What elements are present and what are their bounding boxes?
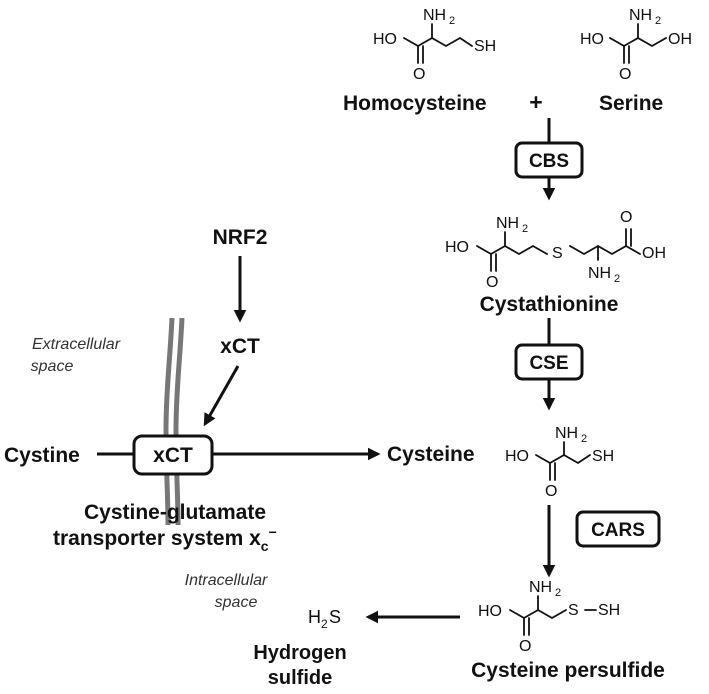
cystathionine-ho-label: HO (445, 239, 469, 256)
persulfide-o-label: O (519, 638, 531, 655)
persulfide-sh-label: SH (598, 602, 620, 619)
hydrogen-sulfide-formula: H 2 S (308, 607, 341, 631)
nrf2-label: NRF2 (213, 226, 268, 249)
xct-gene-label: xCT (220, 335, 260, 358)
serine-o-label: O (619, 66, 631, 83)
cysteine-persulfide-label: Cysteine persulfide (471, 659, 665, 682)
serine-nh-label: NH (629, 7, 652, 24)
transporter-name-line2: transporter system xc− (53, 524, 277, 554)
cysteine-ho-label: HO (505, 448, 529, 465)
homocysteine-ho-label: HO (373, 31, 397, 48)
persulfide-s-label: S (568, 602, 579, 619)
xct-transporter-box (132, 434, 214, 476)
homocysteine-nh-subscript: 2 (449, 15, 455, 27)
serine-oh-label: OH (668, 31, 692, 48)
extracellular-label-line2: space (31, 358, 74, 375)
cysteine-o-label: O (545, 483, 557, 500)
homocysteine-o-label: O (413, 66, 425, 83)
serine-label: Serine (599, 92, 663, 115)
cysteine-structure: HO O NH 2 SH (505, 425, 614, 500)
cars-enzyme-label: CARS (591, 520, 645, 541)
persulfide-ho-label: HO (478, 603, 502, 620)
cbs-enzyme-box (514, 141, 584, 179)
cysteine-nh-subscript: 2 (581, 433, 587, 445)
cystathionine-s-label: S (552, 245, 563, 262)
cystathionine-nh-bottom-subscript: 2 (614, 273, 620, 285)
homocysteine-structure: HO O NH 2 SH (373, 7, 496, 83)
cystathionine-structure: HO O NH 2 S O OH NH 2 (445, 209, 666, 291)
homocysteine-sh-label: SH (474, 38, 496, 55)
cystathionine-nh-top-subscript: 2 (522, 223, 528, 235)
intracellular-label-line1: Intracellular (185, 572, 268, 589)
cystathionine-o-right-label: O (620, 209, 632, 226)
cystathionine-nh-bottom-label: NH (588, 265, 611, 282)
homocysteine-nh-label: NH (423, 7, 446, 24)
plus-sign: + (529, 89, 542, 115)
intracellular-label-line2: space (215, 594, 258, 611)
h2s-s-label: S (329, 607, 341, 627)
cystathionine-oh-label: OH (642, 245, 666, 262)
serine-nh-subscript: 2 (655, 15, 661, 27)
cbs-enzyme-label: CBS (529, 151, 569, 172)
persulfide-nh-subscript: 2 (555, 587, 561, 599)
cystathionine-nh-top-label: NH (496, 215, 519, 232)
xct-transporter-label: xCT (153, 444, 193, 467)
serine-structure: HO O NH 2 OH (580, 7, 692, 83)
hydrogen-sulfide-label-line2: sulfide (268, 667, 332, 689)
cse-enzyme-box (514, 343, 584, 381)
cysteine-sh-label: SH (592, 448, 614, 465)
cysteine-label: Cysteine (387, 443, 475, 466)
transporter-name-superscript: − (269, 524, 277, 540)
persulfide-nh-label: NH (529, 579, 552, 596)
serine-ho-label: HO (580, 31, 604, 48)
transporter-name-subscript: c (261, 538, 269, 554)
h2s-h-label: H (308, 607, 321, 627)
extracellular-label-line1: Extracellular (32, 336, 121, 353)
cysteine-nh-label: NH (555, 425, 578, 442)
cystathionine-label: Cystathionine (480, 293, 619, 316)
cystathionine-o-left-label: O (486, 274, 498, 291)
cysteine-persulfide-structure: HO O NH 2 S SH (478, 579, 620, 655)
cars-enzyme-box (575, 510, 661, 548)
xct-to-transporter-arrow (203, 365, 240, 427)
transporter-name-line1: Cystine-glutamate (84, 501, 266, 524)
cell-membrane (163, 317, 185, 526)
h2s-subscript: 2 (321, 617, 328, 631)
cse-enzyme-label: CSE (529, 353, 568, 374)
hydrogen-sulfide-label-line1: Hydrogen (253, 642, 346, 664)
homocysteine-label: Homocysteine (343, 92, 487, 115)
transporter-name-prefix: transporter system x (53, 527, 261, 550)
cystine-label: Cystine (4, 444, 80, 467)
